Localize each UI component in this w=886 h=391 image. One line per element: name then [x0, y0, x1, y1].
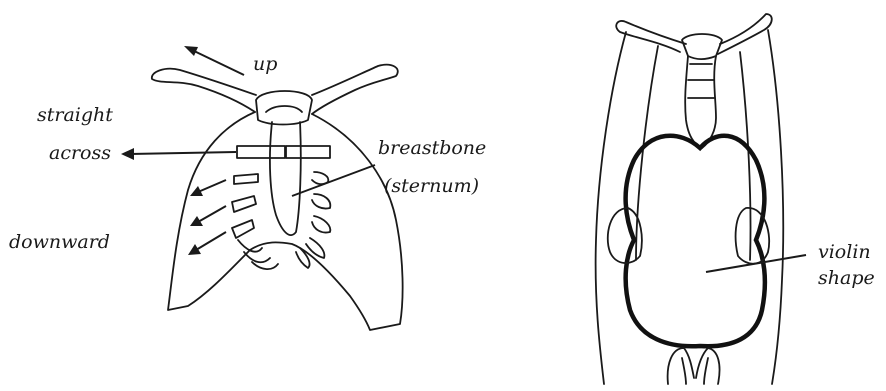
torso-right-outline: [768, 30, 783, 384]
left-clavicle: [152, 69, 256, 112]
arrow-up: [192, 50, 244, 75]
sternum-body: [270, 122, 301, 235]
label-straight: straight: [37, 104, 113, 126]
label-up: up: [253, 53, 277, 75]
cartilage-left-4: [232, 220, 254, 238]
label-violin: violin: [818, 241, 871, 263]
label-shape: shape: [818, 267, 875, 289]
cartilage-left-3: [232, 196, 256, 212]
cartilage-left-2: [234, 174, 258, 184]
torso-left-outline: [596, 32, 626, 384]
cartilage-right-4: [312, 216, 330, 233]
label-breastbone: breastbone: [378, 137, 486, 159]
ribcage-outline: [168, 112, 403, 330]
torso-violin-drawing: [596, 14, 806, 384]
arrow-downward-2: [198, 206, 226, 222]
arrow-downward-1: [198, 180, 226, 192]
breastbone-leader: [292, 165, 375, 196]
right-fig-sternum: [685, 56, 716, 148]
right-clavicle: [312, 65, 398, 114]
rib-1-right: [286, 146, 330, 158]
pelvis-bottom: [668, 348, 720, 384]
rib-1-left: [237, 146, 285, 158]
label-across: across: [49, 142, 111, 164]
manubrium: [256, 91, 312, 125]
arrow-straight-across: [130, 152, 236, 154]
torso-right-inner: [740, 52, 751, 260]
label-downward: downward: [9, 231, 110, 253]
label-sternum: (sternum): [384, 175, 479, 197]
cartilage-right-3: [312, 194, 330, 209]
right-fig-right-clavicle: [718, 14, 772, 54]
violin-leader: [706, 255, 806, 272]
ribcage-front-drawing: [121, 46, 403, 330]
right-fig-left-clavicle: [616, 21, 686, 52]
violin-shape-outline: [626, 136, 765, 347]
arrow-downward-3: [196, 232, 226, 250]
